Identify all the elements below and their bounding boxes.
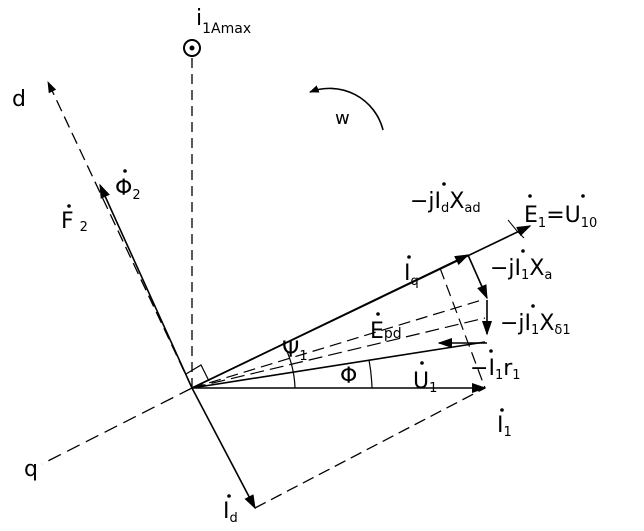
current-marker-icon <box>183 39 201 57</box>
f2-vector <box>99 183 193 389</box>
epd-vector <box>191 317 486 389</box>
e1-equals-u10-label: E1=U10 <box>524 203 597 231</box>
u1-label: U1 <box>413 369 437 396</box>
epd-label: Epd <box>370 319 402 344</box>
rotation-label: w <box>335 108 350 129</box>
iq-projection-dashed <box>191 298 486 389</box>
drop-ad-vector <box>467 254 488 300</box>
iq-label: Iq <box>404 261 419 289</box>
drop-r-label: −I1r1 <box>470 356 521 383</box>
d-axis-label: d <box>12 87 26 112</box>
drop-a-label: −jI1Xa <box>490 256 552 283</box>
phi2-label: Φ2 <box>115 176 141 203</box>
id-to-i1-dashed <box>254 387 486 509</box>
d-axis <box>47 80 193 389</box>
iq-segment <box>191 254 470 389</box>
drop-ad-label: −jIdXad <box>410 189 481 216</box>
psi-angle-label: Ψ1 <box>282 338 308 364</box>
id-label: Id <box>223 499 238 526</box>
phi-angle-label: Φ <box>340 364 357 389</box>
psi-angle-arc <box>282 342 296 389</box>
leader-line <box>507 219 525 239</box>
i1-label: I1 <box>497 413 512 440</box>
u1-vector <box>191 341 486 389</box>
q-axis-label: q <box>24 457 38 482</box>
right-angle-mark <box>185 364 210 382</box>
current-max-label: i1Amax <box>196 6 251 37</box>
rotation-arc <box>309 85 384 131</box>
phi-angle-arc <box>368 359 373 389</box>
iq-perp-dashed <box>439 267 486 389</box>
id-vector <box>191 387 256 510</box>
q-axis <box>41 387 193 465</box>
drop-s1-label: −jI1Xδ1 <box>500 311 571 338</box>
